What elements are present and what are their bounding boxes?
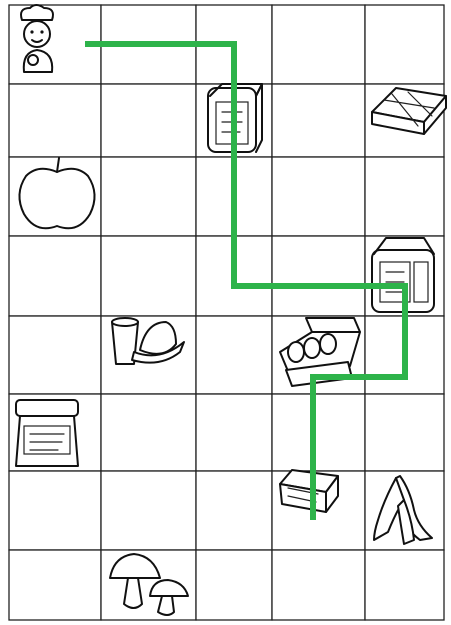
grid-cell — [196, 550, 272, 620]
grid-cell — [196, 316, 272, 394]
grid-cell — [272, 394, 365, 471]
grid-cell — [365, 394, 444, 471]
grid-cell — [365, 157, 444, 236]
grid-cell — [272, 550, 365, 620]
jam-jar-icon — [16, 400, 78, 466]
grid-cell — [9, 236, 101, 316]
grid-cell — [196, 394, 272, 471]
grid-cell — [101, 157, 196, 236]
butter-package-icon — [280, 470, 338, 512]
chef-boy-icon — [21, 5, 53, 72]
grid-cell — [9, 550, 101, 620]
grid-cell — [9, 316, 101, 394]
grid-cell — [272, 5, 365, 84]
grid-cell — [272, 236, 365, 316]
grid-cell — [196, 471, 272, 550]
grid-cell — [272, 157, 365, 236]
grid-cell — [365, 5, 444, 84]
grid-cell — [101, 84, 196, 157]
grid-cell — [9, 84, 101, 157]
grid-cell — [101, 471, 196, 550]
grid-cell — [101, 394, 196, 471]
grid-cell — [365, 550, 444, 620]
grid-cell — [101, 236, 196, 316]
grid-cell — [272, 84, 365, 157]
grid-cell — [9, 471, 101, 550]
